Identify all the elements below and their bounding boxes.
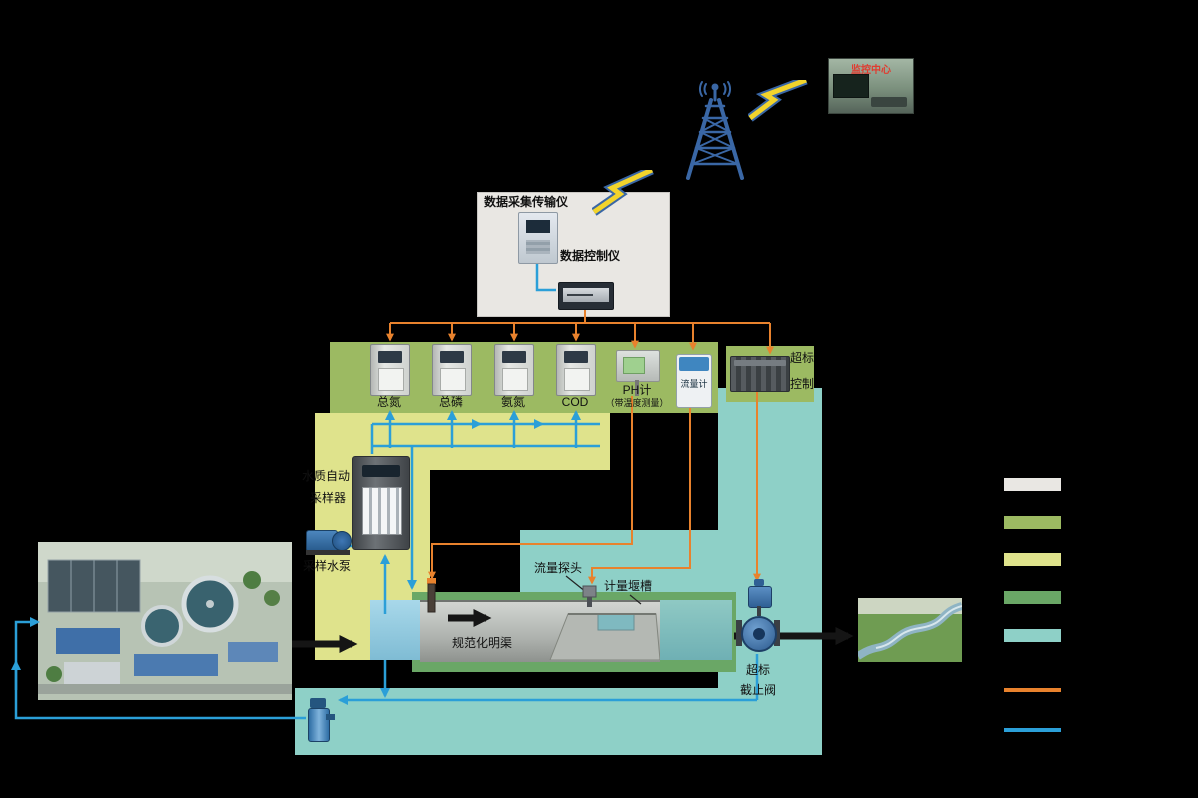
pipe-collector-to-dvr (535, 262, 556, 292)
ph-meter-stand-icon (635, 380, 639, 396)
data-collector-label: 数据采集传输仪 (484, 195, 569, 209)
legend-swatch-teal (1004, 629, 1061, 642)
legend-swatch-green (1004, 516, 1061, 529)
sampling-pump-volute-icon (332, 531, 352, 551)
monitoring-center-photo: 监控中心 (828, 58, 914, 114)
cabinet-screen-icon (564, 351, 588, 363)
cabinet-screen-icon (502, 351, 526, 363)
legend-swatch-yellow (1004, 553, 1061, 566)
cable-flow-probe (588, 406, 691, 585)
analyzer-cabinet (370, 344, 410, 396)
ph-probe-icon (427, 583, 436, 613)
treatment-plant-photo (38, 542, 292, 700)
shutoff-valve-device (741, 616, 777, 652)
collector-screen-icon (526, 220, 550, 233)
sampling-pump-label: 采样水泵 (303, 559, 352, 573)
data-controller-device (558, 282, 614, 310)
ph-meter-device (616, 350, 660, 382)
legend-line-blue (1004, 728, 1061, 732)
exceed-controller-label-line2: 控制 (790, 377, 815, 391)
measuring-region (520, 530, 718, 600)
cabinet-screen-icon (440, 351, 464, 363)
analyzer-label: 氨氮 (500, 395, 525, 409)
valve-disc-icon (753, 628, 765, 640)
return-pump-device (308, 708, 330, 742)
data-controller-label: 数据控制仪 (560, 249, 621, 263)
shutoff-valve-label-line2: 截止阀 (739, 683, 776, 697)
sampler-bottle-window-icon (362, 487, 402, 535)
valve-stem-icon (757, 606, 761, 616)
ph-meter-sublabel: （带温度测量） (605, 398, 669, 408)
controller-strip-icon (734, 360, 786, 366)
flow-meter-display-icon (679, 357, 709, 371)
cabinet-door-icon (502, 368, 528, 391)
valve-actuator-icon (748, 586, 772, 608)
data-collector-device (518, 212, 558, 264)
analyzer-cabinet (556, 344, 596, 396)
flow-probe-icon (582, 585, 597, 598)
river-photo (858, 598, 962, 662)
legend-swatch-gray (1004, 478, 1061, 491)
collector-keypad-icon (526, 240, 550, 254)
lightning-bolt-icon (748, 80, 808, 122)
legend-swatch-darkgreen (1004, 591, 1061, 604)
weir-label: 计量堰槽 (604, 579, 653, 593)
sampling-pump-base-icon (306, 550, 350, 555)
pipe-return-to-plant (14, 617, 306, 720)
channel-label: 规范化明渠 (452, 636, 513, 650)
signal-tower-icon (686, 81, 744, 180)
cabinet-door-icon (564, 368, 590, 391)
flow-meter-label: 流量计 (680, 379, 708, 389)
exceed-controller-device (730, 356, 790, 392)
probes (427, 578, 597, 613)
cabinet-screen-icon (378, 351, 402, 363)
analyzer-cabinet (432, 344, 472, 396)
flow-meter-device: 流量计 (676, 354, 712, 408)
valve-flange-icon (774, 620, 780, 646)
cabinet-door-icon (378, 368, 404, 391)
sampler-display-icon (362, 465, 400, 477)
signal-cables (386, 308, 774, 585)
analyzer-cabinet (494, 344, 534, 396)
valve-flange-icon (736, 620, 742, 646)
monitoring-center-label: 监控中心 (851, 65, 891, 76)
control-room-screen-icon (833, 74, 869, 98)
ph-meter-screen-icon (623, 357, 645, 374)
valve-actuator-cap-icon (754, 579, 764, 586)
analyzer-label: 总磷 (438, 395, 463, 409)
sampler-label-line1: 水质自动 (302, 469, 351, 483)
analyzer-label: COD (561, 395, 589, 409)
analyzer-label: 总氮 (376, 395, 401, 409)
sampler-label-line2: 采样器 (310, 491, 347, 505)
shutoff-valve-label-line1: 超标 (745, 663, 770, 677)
ph-probe-cap-icon (427, 578, 436, 584)
sampling-region-arm (430, 413, 610, 470)
cabinet-door-icon (440, 368, 466, 391)
control-room-desk-icon (871, 97, 907, 107)
dvr-slot-icon (567, 294, 593, 296)
ph-meter-label: PH计 (622, 383, 652, 397)
channel-upstream-water (370, 600, 420, 660)
lightning-bolt-icon (592, 170, 654, 216)
channel-downstream-water (660, 600, 732, 660)
exceed-controller-label-line1: 超标 (790, 351, 815, 365)
legend-line-orange (1004, 688, 1061, 692)
cable-ph-probe (428, 396, 633, 580)
measuring-weir (549, 613, 660, 660)
flow-probe-label: 流量探头 (534, 561, 583, 575)
return-pump-outlet-icon (326, 714, 335, 720)
auto-sampler-device (352, 456, 410, 550)
return-pump-motor-icon (310, 698, 326, 708)
